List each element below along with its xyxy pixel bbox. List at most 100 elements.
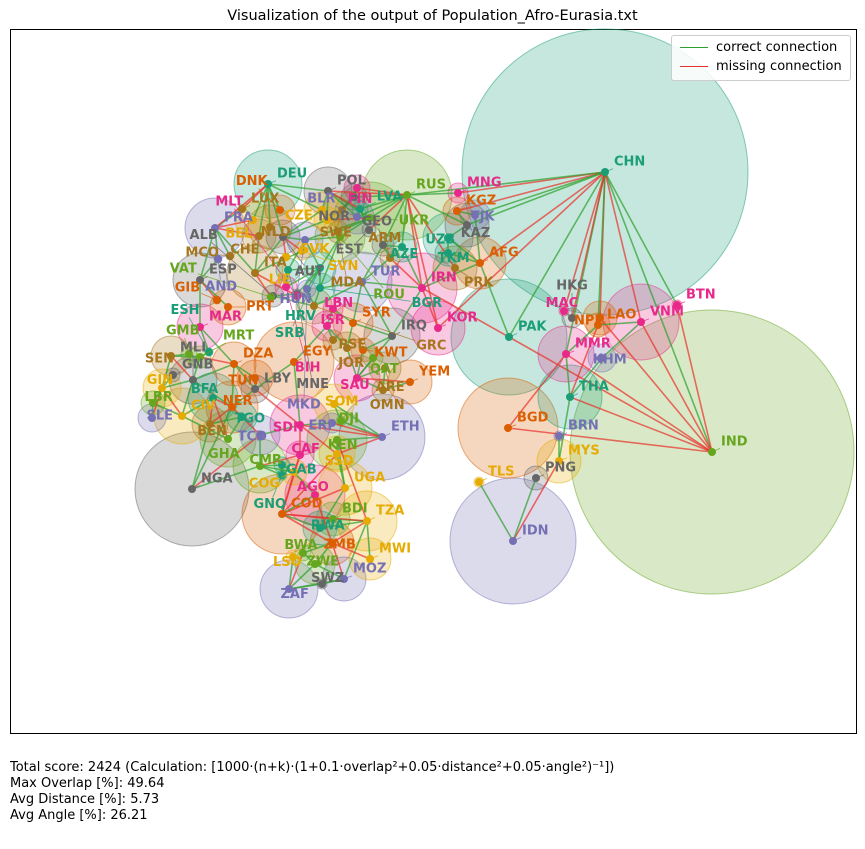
node-label: MYS	[568, 444, 600, 459]
node-label: ZAF	[280, 587, 308, 602]
edge-correct	[254, 361, 295, 390]
node-label: PNG	[545, 461, 576, 476]
label-leader-line	[437, 324, 447, 329]
label-leader-line	[409, 378, 419, 383]
node-label: POL	[337, 174, 366, 189]
edge-missing	[191, 434, 261, 490]
label-leader-line	[565, 350, 575, 355]
total-score: Total score: 2424 (Calculation: [1000·(n…	[10, 760, 615, 775]
edge-correct	[558, 396, 571, 462]
edge-correct	[227, 416, 243, 440]
edge-correct	[272, 295, 315, 307]
edge-correct	[406, 192, 459, 196]
label-leader-line	[343, 575, 353, 580]
edge-correct	[601, 321, 642, 359]
edge-missing	[327, 190, 408, 196]
node-label: HRV	[285, 309, 316, 324]
label-leader-line	[281, 464, 286, 467]
edge-correct	[304, 239, 321, 269]
node-dot-mac	[560, 307, 568, 315]
label-leader-line	[301, 250, 328, 261]
edge-missing	[421, 287, 510, 338]
node-dot-nld	[266, 223, 274, 231]
node-dot-khm	[598, 354, 606, 362]
label-leader-line	[313, 209, 323, 213]
edge-missing	[569, 324, 599, 398]
edge-correct	[288, 556, 294, 590]
edge-correct	[199, 326, 210, 353]
node-label: LBY	[264, 372, 291, 387]
edge-correct	[421, 262, 481, 289]
label-leader-line	[334, 205, 358, 218]
node-label: LAO	[607, 308, 636, 323]
edge-correct	[356, 349, 364, 379]
node-label: TZA	[376, 504, 404, 519]
node-label: PRK	[464, 275, 495, 290]
node-dot-jor	[343, 344, 351, 352]
edge-correct	[421, 252, 449, 289]
node-dot-dji	[337, 417, 345, 425]
node-label: SWZ	[311, 571, 344, 586]
node-label: BRN	[568, 419, 599, 434]
node-label: PSE	[338, 338, 366, 353]
edge-missing	[507, 427, 713, 453]
node-label: TCD	[238, 430, 267, 445]
edge-correct	[192, 356, 201, 381]
node-dot-zaf	[285, 585, 293, 593]
edge-missing	[331, 520, 368, 544]
edge-correct	[296, 267, 321, 295]
plot-frame	[10, 29, 857, 734]
node-label: KGZ	[466, 194, 496, 209]
node-dot-ssd	[333, 450, 341, 458]
edge-correct	[343, 520, 368, 580]
node-dot-isr	[323, 322, 331, 330]
node-label: BIH	[295, 361, 321, 376]
label-leader-line	[281, 256, 287, 274]
node-label: GNQ	[253, 497, 286, 512]
edge-correct	[356, 367, 386, 379]
node-label: HUN	[279, 292, 311, 307]
edge-correct	[361, 257, 391, 283]
edge-correct	[352, 281, 363, 324]
edge-correct	[209, 416, 243, 425]
legend: correct connection missing connection	[671, 35, 851, 81]
node-label: CIV	[191, 399, 215, 414]
avg-angle: Avg Angle [%]: 26.21	[10, 808, 148, 823]
edge-missing	[212, 397, 229, 440]
edge-missing	[565, 353, 713, 453]
node-label: LBR	[145, 390, 173, 405]
node-label: MAR	[209, 310, 242, 325]
label-leader-line	[303, 288, 308, 398]
edge-missing	[640, 321, 713, 453]
edge-correct	[336, 453, 346, 489]
node-label: MNE	[296, 377, 329, 392]
node-label: GIB	[175, 280, 200, 295]
edge-correct	[304, 236, 341, 241]
legend-item-missing: missing connection	[680, 59, 842, 74]
node-dot-som	[330, 400, 338, 408]
label-leader-line	[199, 342, 226, 358]
edge-correct	[346, 347, 358, 379]
node-label: TJK	[471, 210, 496, 225]
node-label: HKG	[556, 279, 588, 294]
edge-missing	[331, 422, 383, 438]
node-label: RUS	[416, 178, 446, 193]
edge-missing	[437, 171, 606, 329]
node-label: YEM	[418, 365, 450, 380]
edge-correct	[604, 171, 678, 306]
node-dot-sen	[167, 352, 175, 360]
edge-correct	[302, 542, 333, 554]
node-label: TUR	[371, 265, 400, 280]
label-leader-line	[369, 217, 398, 221]
edge-correct	[267, 183, 284, 238]
node-label: SVK	[300, 242, 330, 257]
node-label: KHM	[593, 353, 627, 368]
node-dot-cmr	[256, 462, 264, 470]
edge-correct	[391, 287, 423, 337]
edge-correct	[293, 361, 301, 426]
node-label: PAK	[518, 320, 547, 335]
node-dot-bfa	[209, 394, 217, 402]
node-label: UGA	[354, 471, 385, 486]
edge-missing	[288, 552, 304, 590]
edge-correct	[359, 194, 408, 210]
